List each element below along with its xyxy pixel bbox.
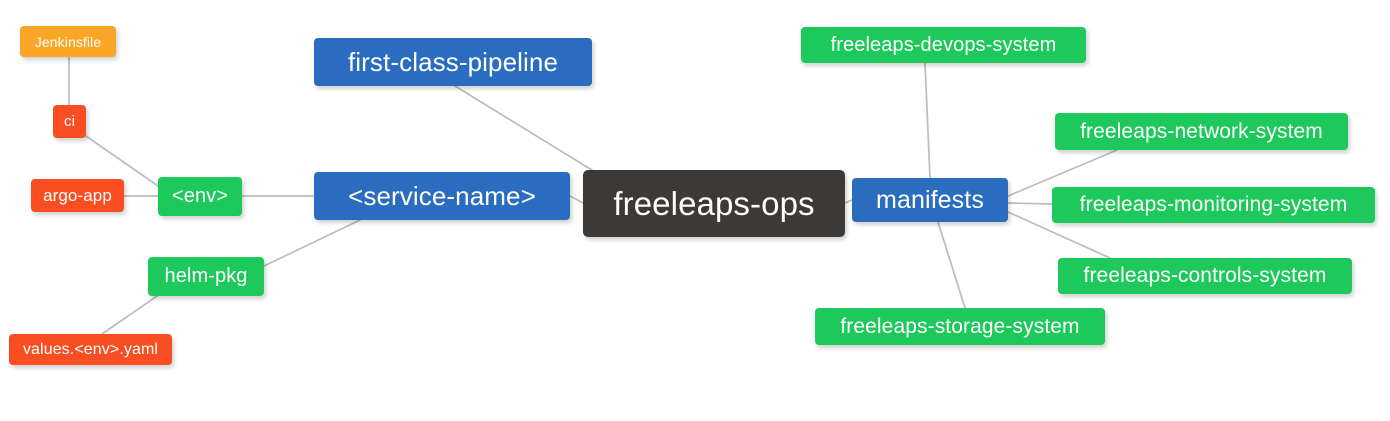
node-values[interactable]: values.<env>.yaml bbox=[9, 334, 172, 365]
node-argo[interactable]: argo-app bbox=[31, 179, 124, 212]
node-jenkins[interactable]: Jenkinsfile bbox=[20, 26, 116, 57]
node-env[interactable]: <env> bbox=[158, 177, 242, 216]
node-controls[interactable]: freeleaps-controls-system bbox=[1058, 258, 1352, 294]
node-devops[interactable]: freeleaps-devops-system bbox=[801, 27, 1086, 63]
node-pipeline[interactable]: first-class-pipeline bbox=[314, 38, 592, 86]
edge-manifests-to-storage bbox=[937, 221, 966, 309]
node-manifests[interactable]: manifests bbox=[852, 178, 1008, 222]
edge-service-to-helm bbox=[263, 219, 361, 267]
node-root[interactable]: freeleaps-ops bbox=[583, 170, 845, 237]
edge-manifests-to-devops bbox=[924, 62, 931, 179]
edge-manifests-to-monitoring bbox=[1007, 202, 1053, 205]
node-helm[interactable]: helm-pkg bbox=[148, 257, 264, 296]
edge-root-to-manifests bbox=[844, 199, 853, 204]
edge-root-to-service bbox=[569, 195, 584, 204]
edge-root-to-pipeline bbox=[454, 85, 601, 176]
node-ci[interactable]: ci bbox=[53, 105, 86, 138]
node-monitoring[interactable]: freeleaps-monitoring-system bbox=[1052, 187, 1375, 223]
node-storage[interactable]: freeleaps-storage-system bbox=[815, 308, 1105, 345]
node-service[interactable]: <service-name> bbox=[314, 172, 570, 220]
node-network[interactable]: freeleaps-network-system bbox=[1055, 113, 1348, 150]
